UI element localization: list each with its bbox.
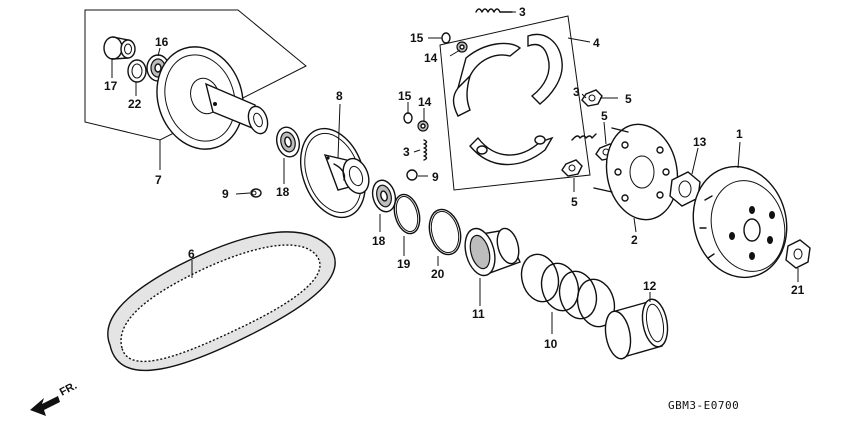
callout-18-left: 18 xyxy=(276,185,290,199)
guide-pin xyxy=(250,188,262,198)
shoe-spring-right xyxy=(571,133,597,141)
small-washers-top xyxy=(441,32,468,53)
callout-12: 12 xyxy=(643,279,657,293)
callout-13: 13 xyxy=(693,135,707,149)
callout-3-right: 3 xyxy=(573,85,580,99)
oil-seal-a xyxy=(275,126,301,158)
callout-17: 17 xyxy=(104,79,118,93)
drive-belt xyxy=(107,231,336,371)
callout-8: 8 xyxy=(336,89,343,103)
callout-15-mid: 15 xyxy=(398,89,412,103)
callout-11: 11 xyxy=(472,307,485,321)
nut-lower xyxy=(561,159,583,177)
callout-3-top: 3 xyxy=(519,5,526,19)
front-direction-label: FR. xyxy=(58,380,79,399)
small-washers-mid xyxy=(403,112,429,181)
driven-face-assembly xyxy=(84,9,307,170)
callout-16: 16 xyxy=(155,35,169,49)
callout-21: 21 xyxy=(791,283,805,297)
drive-plate xyxy=(593,123,679,221)
callout-3-mid: 3 xyxy=(403,145,410,159)
leader-lines xyxy=(111,11,799,334)
clutch-outer-nut xyxy=(785,239,811,269)
clutch-outer xyxy=(692,165,788,279)
callout-18-right: 18 xyxy=(372,234,386,248)
callout-19: 19 xyxy=(397,257,411,271)
seal-collar xyxy=(464,227,521,277)
needle-bearing xyxy=(103,36,136,60)
o-ring-19 xyxy=(393,193,421,235)
callout-6: 6 xyxy=(188,247,195,261)
nut-upper xyxy=(581,89,603,107)
clutch-weight-assembly xyxy=(439,8,591,191)
oil-seal-small xyxy=(127,59,147,83)
spring-collar xyxy=(604,298,669,360)
callout-15-top: 15 xyxy=(410,31,424,45)
callout-22: 22 xyxy=(128,97,142,111)
callout-9-left: 9 xyxy=(222,187,229,201)
callout-14-top: 14 xyxy=(424,51,438,65)
callout-5-lower: 5 xyxy=(571,195,578,209)
callout-9-right: 9 xyxy=(432,170,439,184)
callout-7: 7 xyxy=(155,173,162,187)
callout-5-upper: 5 xyxy=(625,92,632,106)
oil-seal-b xyxy=(371,179,397,213)
driven-face-spring xyxy=(520,253,616,328)
callout-5-middle: 5 xyxy=(601,109,608,123)
callout-14-mid: 14 xyxy=(418,95,432,109)
callout-10: 10 xyxy=(544,337,558,351)
callout-2: 2 xyxy=(631,233,638,247)
movable-driven-face xyxy=(300,127,370,219)
callout-4: 4 xyxy=(593,36,600,50)
diagram-code: GBM3-E0700 xyxy=(668,399,739,412)
front-direction-arrow xyxy=(30,396,60,416)
callout-20: 20 xyxy=(431,267,445,281)
callout-1: 1 xyxy=(736,127,743,141)
o-ring-20 xyxy=(428,208,462,256)
